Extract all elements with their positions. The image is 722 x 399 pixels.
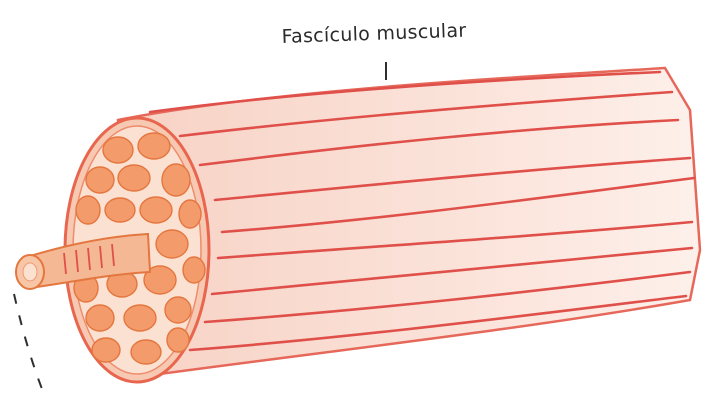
fiber-cell xyxy=(103,137,133,163)
fiber-cell xyxy=(86,305,114,331)
fiber-cell xyxy=(131,340,161,364)
fiber-cell xyxy=(167,328,189,352)
fiber-cell xyxy=(105,198,135,222)
fiber-cell xyxy=(156,230,188,258)
fiber-cell xyxy=(179,200,201,228)
fiber-cell xyxy=(140,197,172,223)
fiber-cell xyxy=(183,257,205,283)
fiber-cell xyxy=(162,164,190,196)
fiber-cell xyxy=(86,167,114,193)
fiber-cell xyxy=(92,338,120,362)
fiber-cell xyxy=(76,196,100,224)
fiber-cell xyxy=(124,305,156,331)
fiber-cell xyxy=(165,297,191,323)
fiber-cell xyxy=(138,133,170,159)
fiber-cell xyxy=(118,165,150,191)
dashed-leader-line xyxy=(14,294,46,399)
